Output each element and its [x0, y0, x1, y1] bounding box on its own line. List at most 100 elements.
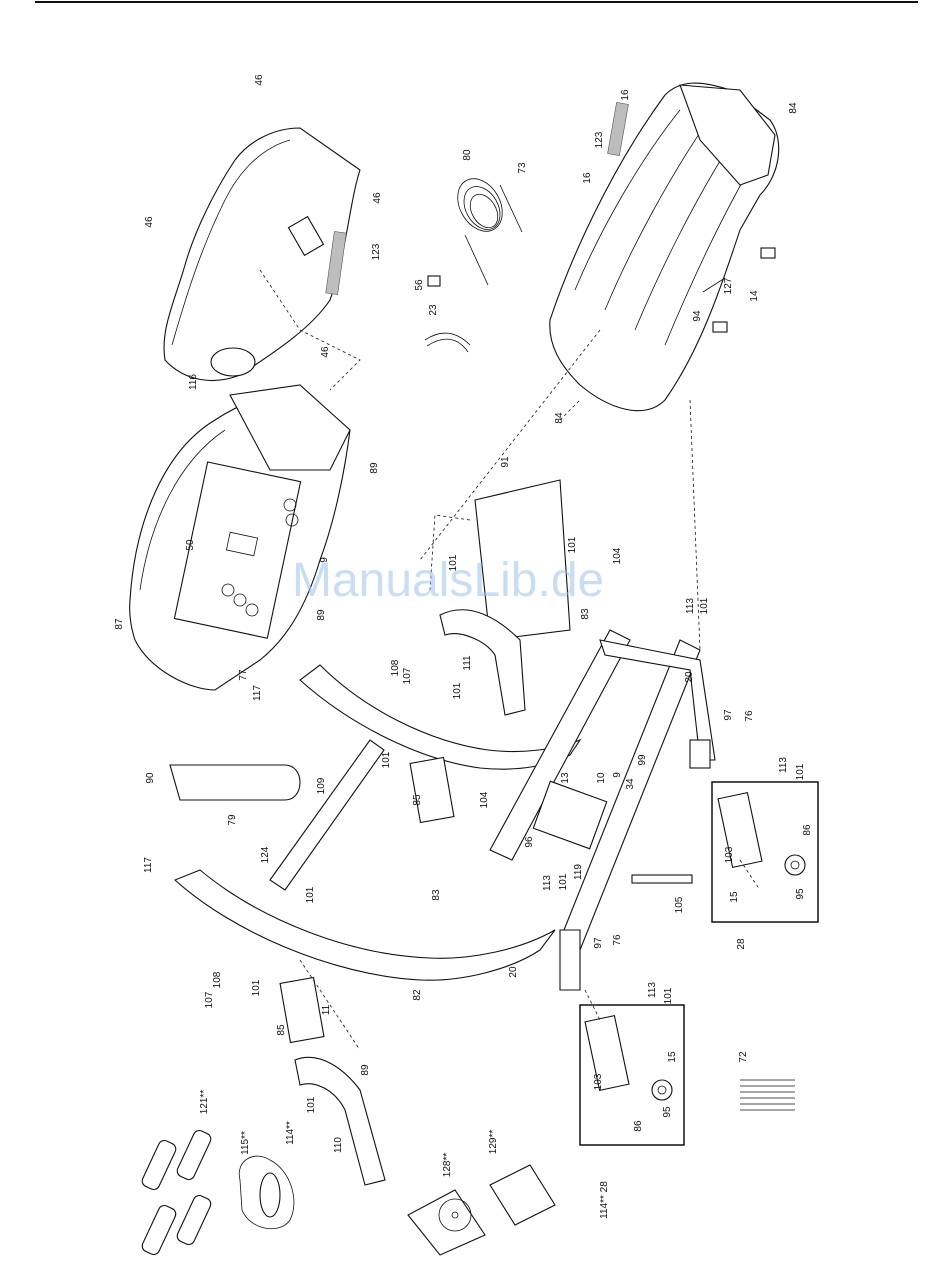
part-label-116: 116	[188, 374, 199, 390]
part-label-108a: 108	[390, 659, 401, 676]
part-label-101f: 101	[795, 763, 806, 780]
part-label-46b: 46	[372, 192, 383, 204]
part-label-113c: 113	[542, 875, 553, 891]
part-label-80: 80	[462, 149, 473, 161]
console-shroud-part	[163, 127, 361, 381]
part-label-113a: 113	[685, 598, 696, 614]
part-label-101g: 101	[558, 873, 569, 890]
part-label-50: 50	[185, 539, 196, 551]
cover-plate-part	[474, 479, 571, 641]
handrail-tube-part	[269, 739, 385, 891]
part-label-11: 11	[321, 1004, 332, 1015]
part-label-104b: 104	[479, 791, 490, 808]
part-label-101i: 101	[251, 979, 262, 996]
part-label-16b: 16	[582, 172, 593, 184]
part-label-20b: 20	[508, 966, 519, 978]
part-label-101h: 101	[305, 886, 316, 903]
leveler-tube-upper-part	[409, 756, 455, 824]
part-label-9b: 9	[612, 772, 623, 778]
cable-part	[457, 178, 523, 286]
straps-part	[238, 1155, 295, 1229]
part-label-89b: 89	[316, 609, 327, 621]
part-label-111: 111	[462, 655, 473, 671]
wheel-assembly-box-upper	[711, 781, 819, 923]
part-label-101b: 101	[448, 554, 459, 571]
screw-set-part	[740, 1079, 795, 1111]
dumbbells-part	[141, 1129, 212, 1256]
part-label-91: 91	[500, 456, 511, 468]
part-label-121: 121**	[199, 1090, 210, 1115]
wheel-assembly-box-lower	[579, 1004, 685, 1146]
part-label-97a: 97	[723, 709, 734, 721]
part-label-113d: 113	[647, 982, 658, 998]
part-label-94: 94	[692, 310, 703, 322]
part-label-72: 72	[738, 1051, 749, 1063]
part-label-127: 127	[723, 277, 734, 294]
part-label-20a: 20	[684, 671, 695, 683]
part-label-117b: 117	[143, 857, 154, 873]
part-label-89a: 89	[369, 462, 380, 474]
part-label-83a: 83	[580, 608, 591, 620]
part-label-34: 34	[625, 778, 636, 790]
part-label-123b: 123	[594, 131, 605, 148]
part-label-84b: 84	[554, 412, 565, 424]
hand-grip-upper-part	[439, 609, 526, 716]
part-label-101c: 101	[699, 597, 710, 614]
part-label-124: 124	[260, 846, 271, 863]
part-label-83b: 83	[431, 889, 442, 901]
part-label-117a: 117	[252, 685, 263, 701]
part-label-96: 96	[524, 836, 535, 848]
part-label-101e: 101	[381, 751, 392, 768]
part-label-95b: 95	[662, 1106, 673, 1118]
console-part	[129, 384, 351, 691]
part-label-104a: 104	[612, 547, 623, 564]
base-frame-part	[489, 629, 716, 991]
wire-harness-part	[424, 332, 471, 353]
part-label-129: 129**	[488, 1130, 499, 1155]
part-label-15a: 15	[729, 891, 740, 903]
part-label-105: 105	[674, 896, 685, 913]
part-label-46d: 46	[320, 346, 331, 358]
part-label-28a: 28	[736, 938, 747, 950]
part-label-119: 119	[573, 864, 584, 880]
part-label-85a: 85	[412, 794, 423, 806]
part-label-107a: 107	[402, 667, 413, 684]
part-label-97b: 97	[593, 937, 604, 949]
part-label-77: 77	[238, 669, 249, 681]
part-label-73: 73	[517, 162, 528, 174]
video-part	[489, 1164, 556, 1226]
part-label-76a: 76	[744, 710, 755, 722]
part-label-15b: 15	[667, 1051, 678, 1063]
part-label-101k: 101	[306, 1096, 317, 1113]
part-labels: 4646464612311680735623161238416127149484…	[114, 74, 813, 1219]
part-label-79: 79	[227, 814, 238, 826]
part-label-9a: 9	[319, 557, 330, 563]
part-label-110: 110	[333, 1137, 344, 1153]
part-label-46a: 46	[254, 74, 265, 86]
part-label-76b: 76	[612, 934, 623, 946]
part-label-108b: 108	[212, 971, 223, 988]
part-label-84a: 84	[788, 102, 799, 114]
guard-part	[169, 764, 301, 801]
part-label-103b: 103	[593, 1073, 604, 1090]
part-label-128: 128**	[442, 1153, 453, 1178]
cd-part	[407, 1189, 486, 1256]
part-label-101j: 101	[663, 987, 674, 1004]
part-label-46c: 46	[144, 216, 155, 228]
upright-left-part	[173, 869, 556, 981]
part-label-107b: 107	[204, 991, 215, 1008]
part-label-99: 99	[637, 754, 648, 766]
part-label-101a: 101	[567, 536, 578, 553]
part-label-85b: 85	[276, 1024, 287, 1036]
part-label-114a: 114**	[285, 1121, 296, 1145]
motor-hood-part	[549, 82, 780, 412]
part-label-23: 23	[428, 304, 439, 316]
part-label-28b: 114** 28	[599, 1181, 610, 1219]
part-label-103a: 103	[724, 846, 735, 863]
part-label-82: 82	[412, 989, 423, 1001]
leveler-tube-lower-part	[279, 976, 325, 1044]
part-label-56: 56	[414, 279, 425, 291]
part-label-89c: 89	[360, 1064, 371, 1076]
part-label-87: 87	[114, 618, 125, 630]
